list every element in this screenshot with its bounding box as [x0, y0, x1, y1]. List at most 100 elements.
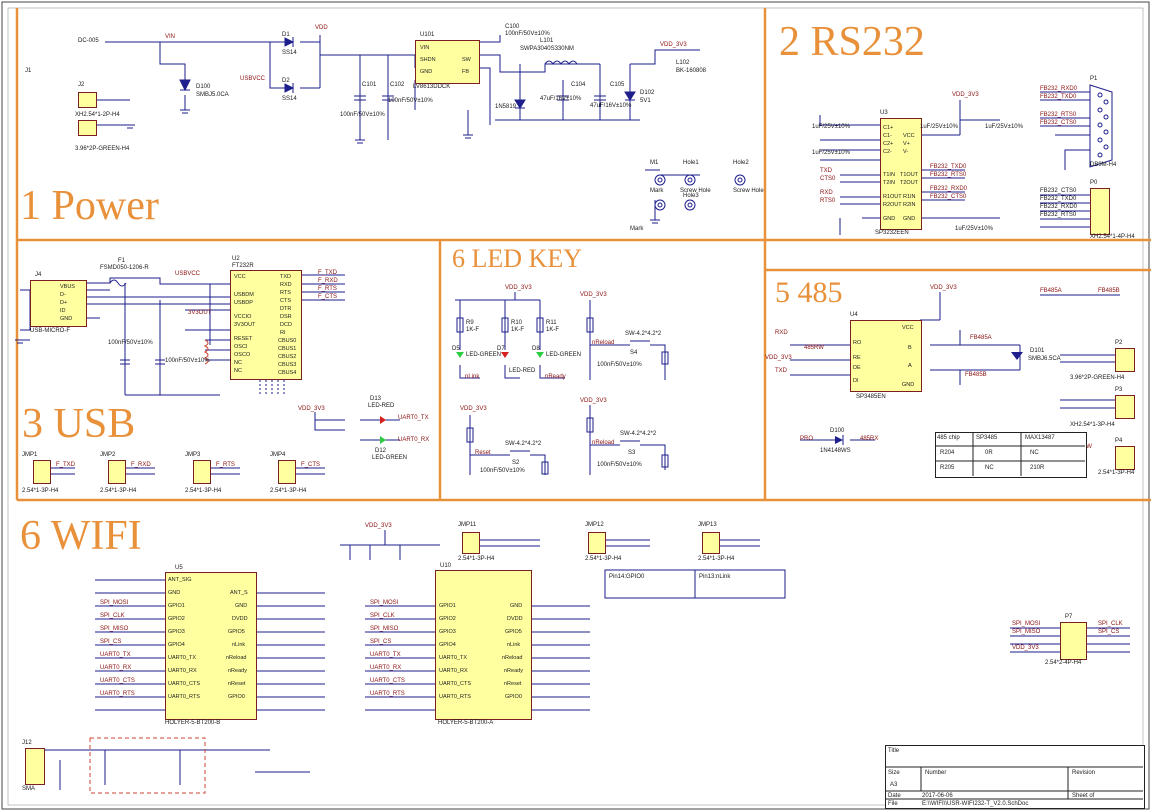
jumper-part: 2.54*1-3P-H4: [185, 488, 222, 494]
net-label: VDD_3V3: [460, 406, 487, 412]
cap-value: 47uF/16V±10%: [540, 96, 582, 102]
net-label: F_CTS: [318, 294, 338, 300]
net-label: TXD: [775, 368, 787, 374]
jumper-part: 2.54*1-3P-H4: [585, 556, 622, 562]
jumper-part: 2.54*1-3P-H4: [698, 556, 735, 562]
rs485-ic-ref: U4: [850, 312, 858, 318]
rs232-pin: T2IN: [883, 180, 895, 186]
rs232-ic-part: SP3232EEN: [875, 230, 909, 236]
wifi-pin: nReload: [502, 655, 523, 661]
rs232-ic: [880, 118, 922, 230]
led-ref: D13: [370, 396, 382, 402]
cap-ref: C102: [390, 82, 405, 88]
net-label: FB232_RTS0: [1040, 212, 1077, 218]
size-value: A3: [890, 782, 898, 788]
mount-label: Screw Hole: [733, 188, 764, 194]
number-label: Number: [925, 770, 947, 776]
wifi-pin: UART0_CTS: [168, 681, 200, 687]
net-label: UART0_TX: [100, 652, 131, 658]
net-label: SPI_MISO: [370, 626, 399, 632]
switch-part: SW-4.2*4.2*2: [620, 431, 657, 437]
wifi-pin: DVDD: [232, 616, 248, 622]
usb-pin: NC: [234, 360, 242, 366]
wifi-pin: DVDD: [507, 616, 523, 622]
diode-part: 5V1: [640, 98, 651, 104]
res-value: 1K-F: [466, 327, 480, 333]
header-part: 3.96*2P-GREEN-H4: [1070, 375, 1125, 381]
net-label: VDD_3V3: [952, 92, 979, 98]
cap-ref: C101: [362, 82, 377, 88]
usb-ic-ref: U2: [232, 256, 240, 262]
usb-pin: OSCI: [234, 344, 248, 350]
net-label: F_CTS: [301, 462, 321, 468]
net-label: USBVCC: [175, 271, 201, 277]
cap-value: 100nF/50V±10%: [108, 340, 153, 346]
revision-label: Revision: [1072, 770, 1096, 776]
section-title-usb: 3 USB: [22, 401, 136, 447]
usb-ic-part: FT232R: [232, 263, 254, 269]
net-label: 3V3OUT: [188, 310, 212, 316]
switch-ref: S2: [512, 460, 520, 466]
module-part: HOLYER-5-BT200-B: [165, 720, 221, 726]
net-label: VDD_3V3: [660, 42, 687, 48]
usb-pin: DSR: [280, 314, 292, 320]
rs232-pin: R1IN: [903, 194, 916, 200]
rs232-header: [1090, 188, 1110, 235]
regulator-pin: GND: [420, 69, 433, 75]
net-label: VDD_3V3: [580, 292, 607, 298]
net-label: SPI_MISO: [100, 626, 129, 632]
net-label: RTS0: [820, 198, 836, 204]
mount-label: Screw Hole: [680, 188, 711, 194]
cap-value: 47uF/16V±10%: [590, 103, 632, 109]
jumper-part: 2.54*1-3P-H4: [100, 488, 137, 494]
wifi-pin: nLink: [507, 642, 521, 648]
net-label: FB232_RXD0: [1040, 86, 1078, 92]
rs232-header-part: XH2.54*1-4P-H4: [1090, 234, 1135, 240]
cap-value: 1uF/25V±10%: [812, 150, 850, 156]
usb-pin: VCC: [234, 274, 246, 280]
rs232-pin: R2IN: [903, 202, 916, 208]
table-cell: R205: [940, 465, 955, 471]
net-label: FB232_RXD0: [1040, 204, 1078, 210]
net-label: SPI_CS: [1098, 629, 1120, 635]
usb-conn-ref: J4: [35, 272, 42, 278]
wifi-pin: nReady: [228, 668, 247, 674]
net-label: FB485A: [970, 335, 992, 341]
wifi-pin: nLink: [232, 642, 246, 648]
net-label: FB232_RTS0: [1040, 112, 1077, 118]
table-cell: NC: [1030, 450, 1039, 456]
net-label: FB232_CTS0: [1040, 188, 1077, 194]
usb-conn-pin: ID: [60, 308, 66, 314]
power-header-j2: [78, 92, 97, 108]
regulator-ref: U101: [420, 32, 435, 38]
wifi-pin: GPIO2: [439, 616, 456, 622]
wifi-pin: ANT_S: [230, 590, 248, 596]
wifi-pin: UART0_RTS: [168, 694, 200, 700]
wifi-pin: GND: [168, 590, 181, 596]
jumper-ref: JMP4: [270, 452, 286, 458]
net-label: VDD_3V3: [765, 355, 792, 361]
rs232-pin: R1OUT: [883, 194, 902, 200]
ferrite-part: BK-160808: [676, 68, 707, 74]
jumper-part: 2.54*1-3P-H4: [22, 488, 59, 494]
wifi-pin: GPIO4: [439, 642, 456, 648]
rs485-pin: VCC: [902, 325, 914, 331]
rs232-pin: R2OUT: [883, 202, 902, 208]
rs485-header: [1115, 395, 1135, 419]
cap-ref: C105: [610, 82, 625, 88]
net-label: RXD: [775, 330, 788, 336]
net-label: FB232_RTS0: [930, 172, 967, 178]
usb-pin: 3V3OUT: [234, 322, 256, 328]
wifi-pin: UART0_TX: [168, 655, 197, 661]
net-label: SPI_MOSI: [370, 600, 399, 606]
led-part: LED-GREEN: [546, 352, 582, 358]
cap-value: 100nF/50V±10%: [388, 98, 433, 104]
connector-ref: J1: [25, 68, 32, 74]
rs485-header: [1115, 348, 1135, 372]
net-label: CTS0: [820, 176, 836, 182]
net-label: FB232_CTS0: [930, 194, 967, 200]
usb-pin: VCCIO: [234, 314, 252, 320]
cap-value: 1uF/25V±10%: [955, 226, 993, 232]
usb-jumper: [33, 460, 51, 484]
